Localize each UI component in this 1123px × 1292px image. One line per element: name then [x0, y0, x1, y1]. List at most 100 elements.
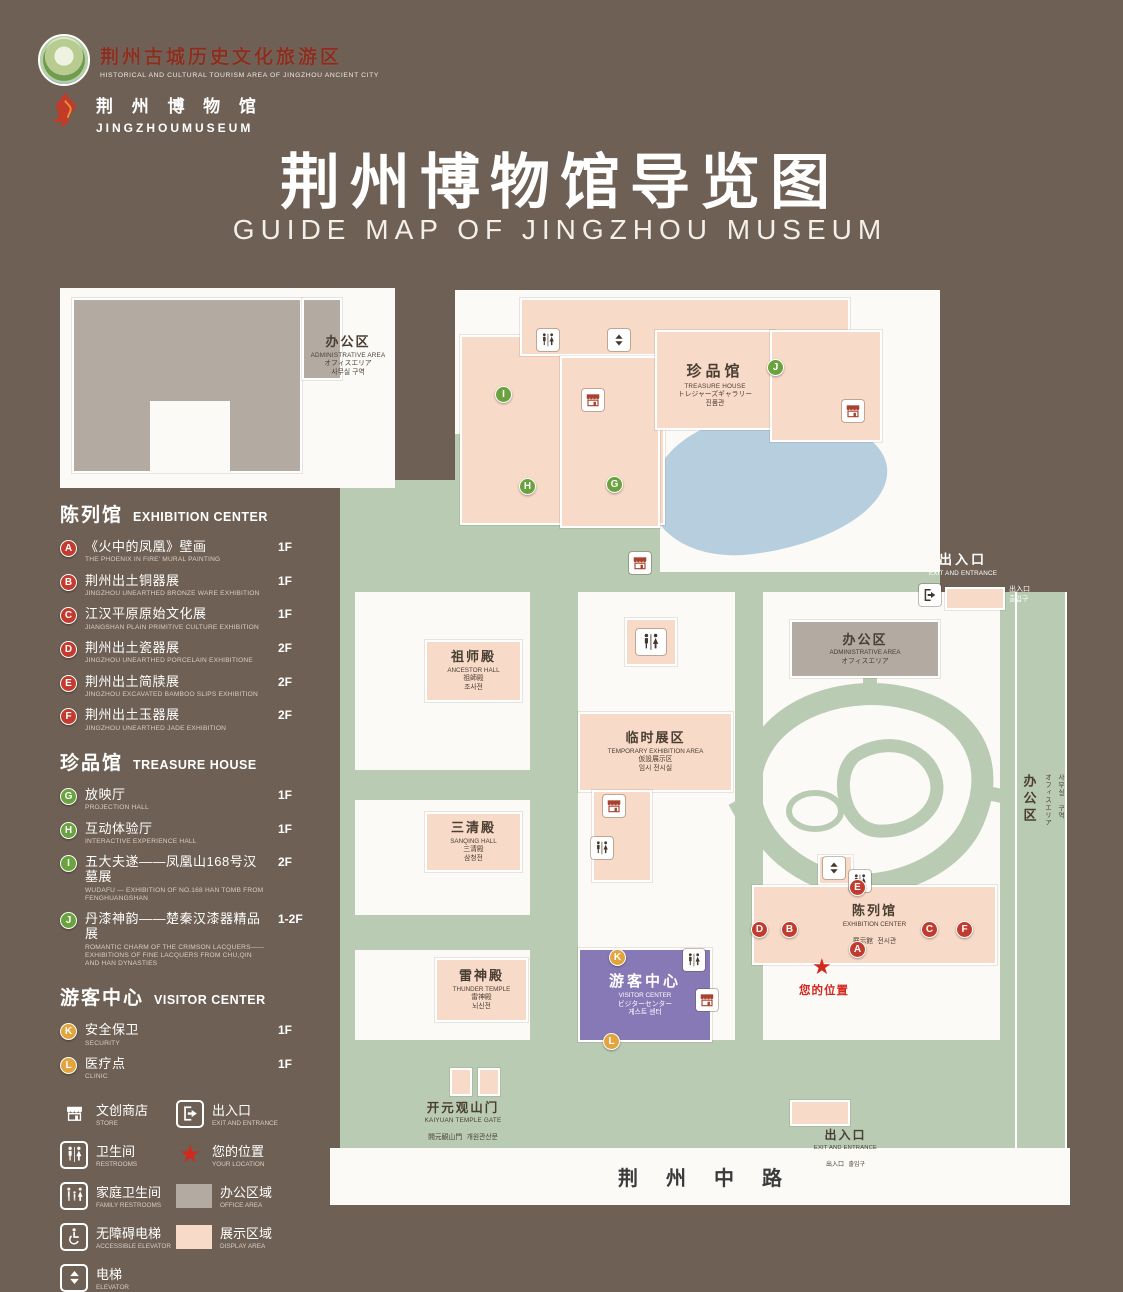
admin-building-nw-wing	[302, 298, 342, 380]
tourism-area-name: 荆州古城历史文化旅游区	[100, 46, 343, 68]
map-marker-e: E	[849, 879, 866, 896]
map-marker-a: A	[849, 941, 866, 958]
museum-name-cn: 荆 州 博 物 馆	[96, 96, 263, 116]
marker-b: B	[60, 573, 77, 591]
admin-building-east: 办公区 ADMINISTRATIVE AREA オフィスエリア	[790, 620, 940, 678]
map-marker-d: D	[751, 921, 768, 938]
kaiyuan-gate-label: 开元观山门 KAIYUAN TEMPLE GATE 開元観山門 개원관산문	[424, 1101, 502, 1142]
map-marker-c: C	[921, 921, 938, 938]
treasure-house-east-wing	[770, 330, 882, 442]
marker-i: I	[60, 855, 77, 873]
marker-c: C	[60, 607, 77, 625]
museum-guide-map: 办公区 ADMINISTRATIVE AREA オフィスエリア 사무실 구역 珍…	[55, 286, 1070, 1236]
map-marker-g: G	[606, 476, 623, 493]
admin-strip	[1015, 592, 1067, 1158]
marker-f: F	[60, 708, 77, 726]
tourism-area-logo: 荆州古城历史文化旅游区 HISTORICAL AND CULTURAL TOUR…	[38, 34, 379, 86]
map-marker-i: I	[495, 386, 512, 403]
mar ker-a: A	[60, 540, 77, 557]
exit-icon	[919, 584, 941, 606]
office-area-swatch	[176, 1183, 212, 1208]
path-vertical-west	[530, 592, 578, 1070]
ancestor-hall-label: 祖师殿 ANCESTOR HALL 祖師殿 조사전	[447, 649, 500, 692]
east-exit-sublabel: 出入口 출입구	[1009, 586, 1030, 603]
path-south-walkway	[355, 1040, 1000, 1070]
admin-nw-label: 办公区 ADMINISTRATIVE AREA オフィスエリア 사무실 구역	[310, 334, 386, 376]
marker-l: L	[60, 1056, 77, 1074]
path-horizontal-2	[355, 915, 530, 950]
restroom-building	[625, 618, 677, 666]
map-marker-b: B	[781, 921, 798, 938]
store-icon	[60, 1100, 88, 1128]
your-location-star-icon: ★	[812, 954, 832, 979]
page-title: 荆州博物馆导览图	[280, 149, 840, 216]
store-icon	[582, 389, 604, 411]
marker-j: J	[60, 912, 77, 930]
elevator-icon	[60, 1263, 88, 1292]
page-subtitle: GUIDE MAP OF JINGZHOU MUSEUM	[232, 214, 888, 245]
east-exit-label: 出入口 EXIT AND ENTRANCE	[928, 552, 998, 577]
accessible-elevator-icon	[60, 1222, 88, 1251]
thunder-temple-label: 雷神殿 THUNDER TEMPLE 雷神殿 뇌신전	[452, 968, 511, 1011]
legend-section-treasure: 珍品馆 TREASURE HOUSE	[60, 753, 257, 775]
your-location-star-icon: ★	[179, 1140, 201, 1168]
south-exit-label: 出入口 EXIT AND ENTRANCE 出入口 출입구	[813, 1128, 878, 1169]
admin-strip-label: 办公区 オフィスエリア 사무실 구역	[1021, 774, 1064, 827]
path-horizontal-1	[355, 770, 530, 800]
map-marker-l: L	[603, 1033, 620, 1050]
sanqing-hall: 三清殿 SANQING HALL 三清殿 삼청전	[425, 812, 522, 872]
store-icon	[603, 795, 625, 817]
tourism-area-emblem-icon	[38, 34, 90, 86]
gate-post-west	[450, 1068, 472, 1096]
store-icon	[696, 989, 718, 1011]
museum-name-en: JINGZHOUMUSEUM	[96, 120, 254, 135]
museum-logo: 荆 州 博 物 馆 JINGZHOUMUSEUM	[44, 90, 263, 136]
family-restroom-icon	[60, 1181, 88, 1210]
ancestor-hall: 祖师殿 ANCESTOR HALL 祖師殿 조사전	[425, 640, 522, 702]
marker-h: H	[60, 821, 77, 839]
background-patch	[940, 480, 1067, 592]
temporary-exhibition-area: 临时展区 TEMPORARY EXHIBITION AREA 仮設展示区 임시 …	[578, 712, 733, 792]
restroom-icon	[60, 1140, 88, 1169]
your-location-label: 您的位置	[799, 985, 849, 997]
admin-courtyard	[150, 401, 230, 473]
map-marker-k: K	[609, 949, 626, 966]
map-marker-h: H	[519, 478, 536, 495]
elevator-icon	[823, 857, 845, 879]
admin-east-label: 办公区 ADMINISTRATIVE AREA オフィスエリア	[829, 631, 901, 665]
legend-section-exhibition: 陈列馆 EXHIBITION CENTER	[60, 505, 268, 526]
store-icon	[629, 552, 651, 574]
marker-g: G	[60, 788, 77, 806]
marker-k: K	[60, 1023, 77, 1041]
restroom-icon	[537, 329, 559, 351]
temporary-exhibition-label: 临时展区 TEMPORARY EXHIBITION AREA 仮設展示区 임시 …	[607, 730, 704, 773]
exit-icon	[176, 1099, 204, 1128]
map-marker-j: J	[767, 359, 784, 376]
elevator-icon	[608, 329, 630, 351]
marker-d: D	[60, 641, 77, 659]
thunder-temple: 雷神殿 THUNDER TEMPLE 雷神殿 뇌신전	[435, 958, 528, 1022]
store-icon	[842, 400, 864, 422]
restroom-icon	[591, 837, 613, 859]
visitor-center-label: 游客中心 VISITOR CENTER ビジターセンター 게스트 센터	[608, 972, 681, 1017]
